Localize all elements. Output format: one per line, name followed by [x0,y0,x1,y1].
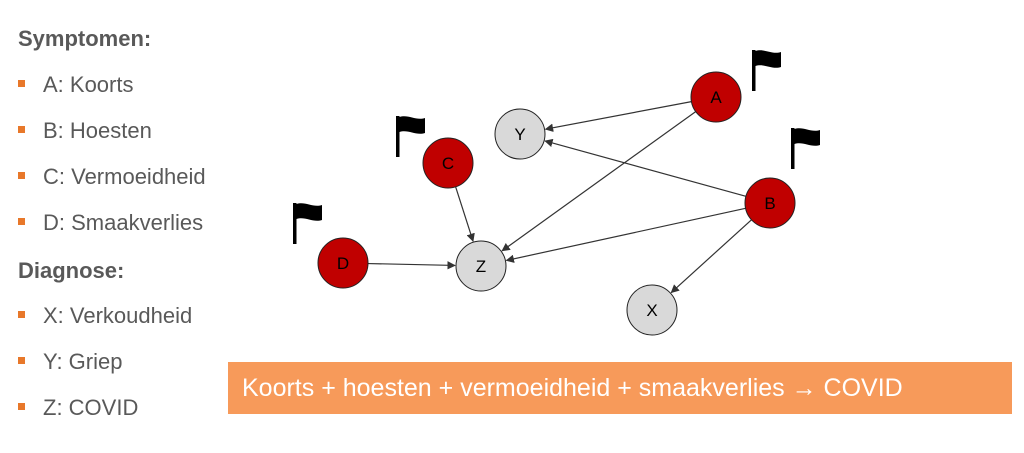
legend-item-label: X: Verkoudheid [43,303,193,328]
edge-c-z [455,186,475,243]
bullet-icon [18,402,25,410]
legend-item-label: A: Koorts [43,72,134,97]
legend-item-label: Y: Griep [43,349,123,374]
legend-item-symptom-b: B: Hoesten [18,118,152,144]
bullet-icon [18,171,25,179]
node-label: B [764,194,775,213]
flag-icon [293,203,322,244]
bullet-icon [18,310,25,318]
node-label: Z [476,257,486,276]
node-circle [690,71,742,123]
edge-a-z [501,111,697,252]
diagnosis-heading: Diagnose: [18,258,125,283]
legend-item-diagnosis-x: X: Verkoudheid [18,303,192,329]
nodes-layer: A B C D X Y Z [317,71,796,336]
node-label: C [442,154,454,173]
node-a: A [690,71,742,123]
legend-panel: Symptomen: A: Koorts B: Hoesten C: Vermo… [18,0,278,453]
edge-b-x [670,219,752,294]
bullet-icon [18,356,25,364]
edge-b-z [505,207,746,263]
bullet-icon [18,217,25,225]
legend-item-diagnosis-z: Z: COVID [18,395,138,421]
node-y: Y [494,108,546,160]
node-z: Z [455,240,507,292]
node-label: D [337,254,349,273]
bullet-icon [18,125,25,133]
node-label: Y [514,125,525,144]
node-circle [626,284,678,336]
node-circle [317,237,369,289]
node-label: X [646,301,657,320]
legend-item-symptom-c: C: Vermoeidheid [18,164,206,190]
node-label: A [710,88,722,107]
flag-icon [396,116,425,157]
node-circle [744,177,796,229]
legend-item-diagnosis-y: Y: Griep [18,349,122,375]
node-x: X [626,284,678,336]
node-d: D [317,237,369,289]
legend-item-label: D: Smaakverlies [43,210,204,235]
edge-b-y [544,138,747,197]
edges-layer [367,101,752,294]
edge-a-y [544,101,692,132]
edge-d-z [367,261,456,270]
flags-layer [293,50,820,244]
node-circle [494,108,546,160]
flag-icon [752,50,781,91]
node-circle [455,240,507,292]
legend-item-label: B: Hoesten [43,118,152,143]
flag-icon [791,128,820,169]
node-b: B [744,177,796,229]
symptoms-heading: Symptomen: [18,26,152,51]
node-circle [422,137,474,189]
legend-item-symptom-d: D: Smaakverlies [18,210,203,236]
legend-item-label: Z: COVID [43,395,139,420]
bullet-icon [18,79,25,87]
legend-item-label: C: Vermoeidheid [43,164,206,189]
conclusion-banner: Koorts + hoesten + vermoeidheid + smaakv… [228,362,1012,414]
legend-item-symptom-a: A: Koorts [18,72,133,98]
node-c: C [422,137,474,189]
